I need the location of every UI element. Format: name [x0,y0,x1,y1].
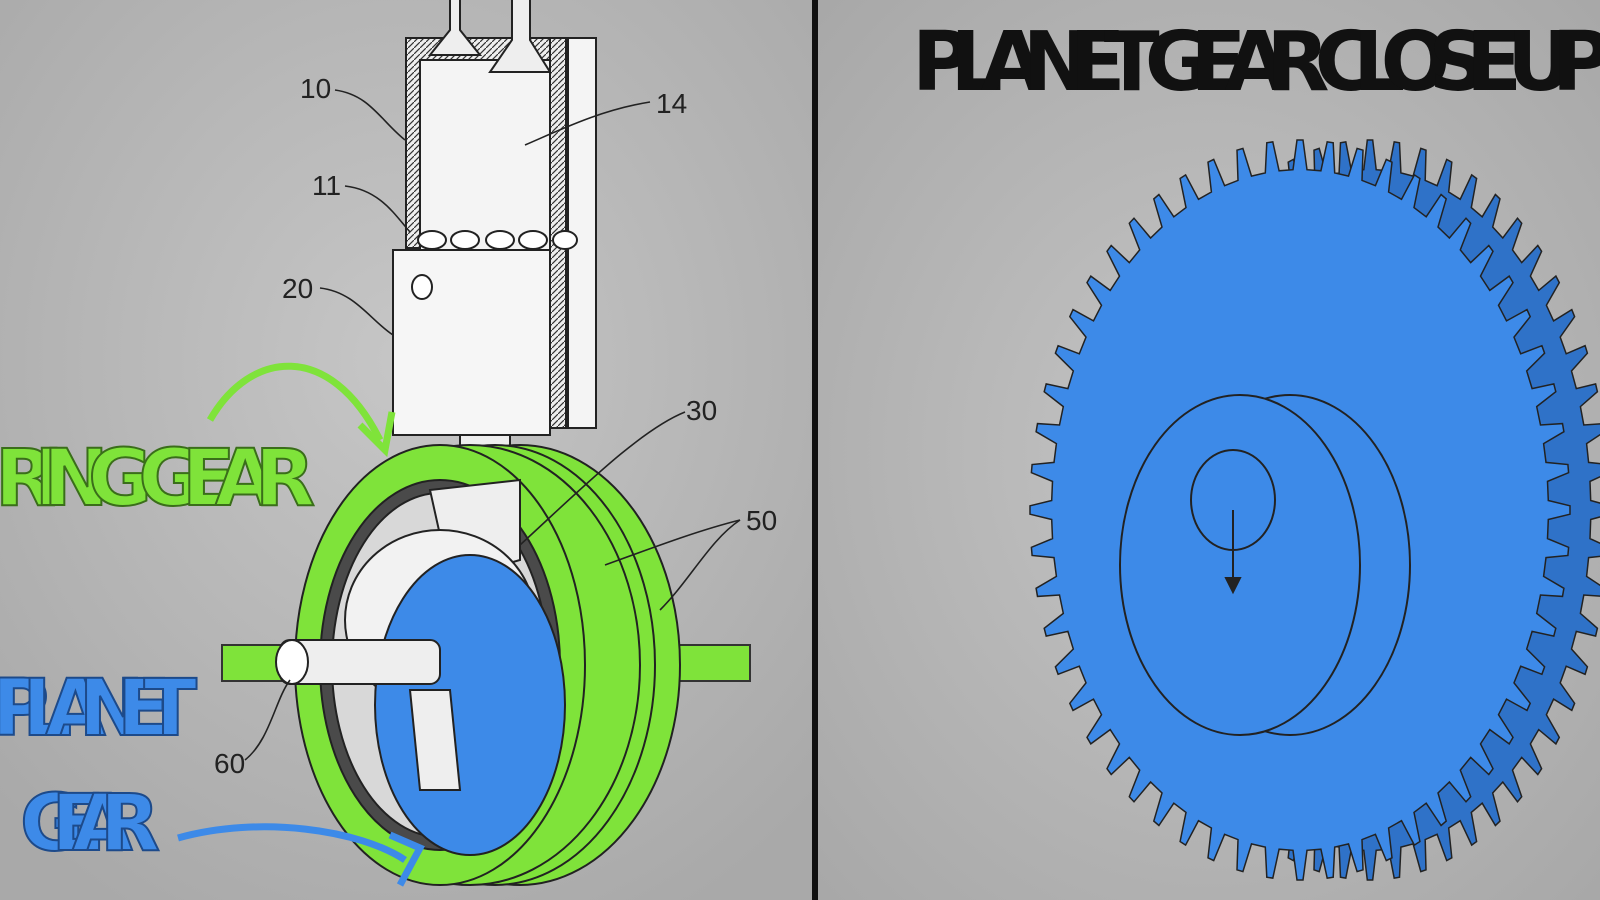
planet-gear-annotation-line1: PLANET [0,664,197,754]
label-50: 50 [746,505,777,536]
label-10: 10 [300,73,331,104]
ring-gear-arrow [206,362,384,442]
hub-front [1119,394,1361,736]
planet-gear-small [374,554,566,856]
label-14: 14 [656,88,687,119]
right-panel-closeup: PLANET GEAR CLOSE UP [818,0,1600,900]
left-panel-patent-diagram: 10 14 11 20 30 50 60 RING GEAR PLANET GE… [0,0,812,900]
planet-gear-arrow [177,823,407,863]
closeup-title: PLANET GEAR CLOSE UP [912,15,1600,110]
label-30: 30 [686,395,717,426]
cylinder [392,0,597,450]
ring-gear-annotation: RING GEAR [0,434,315,524]
direction-arrow-icon [1224,510,1242,595]
label-11: 11 [312,170,341,201]
label-20: 20 [282,273,313,304]
planet-gear-annotation-line2: GEAR [20,779,160,869]
panel-divider [812,0,818,900]
label-60: 60 [214,748,245,779]
planet-gear-closeup [1029,139,1600,881]
